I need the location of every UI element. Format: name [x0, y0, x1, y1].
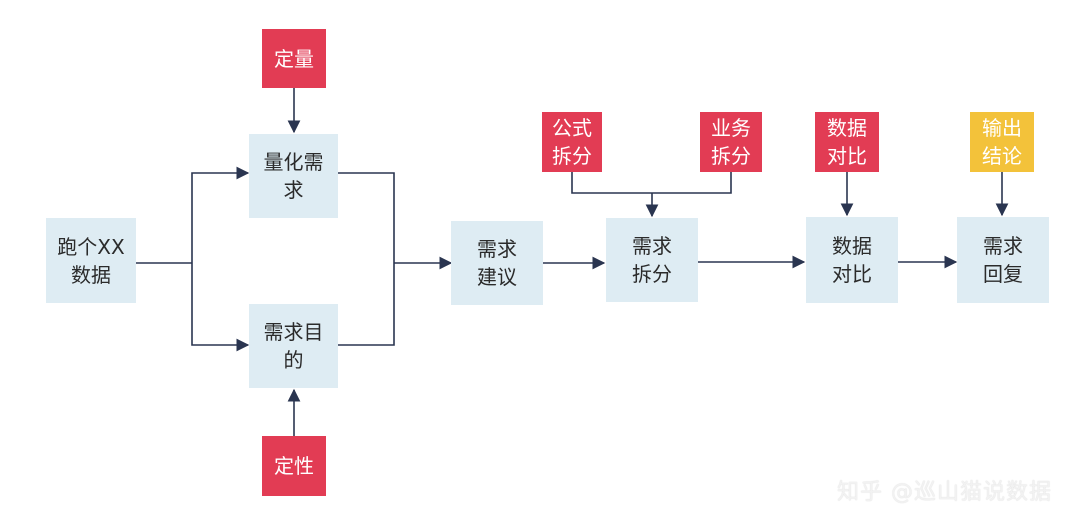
- tag-business-split: 业务 拆分: [700, 112, 762, 172]
- tag-quantitative: 定量: [262, 29, 326, 88]
- node-requirement-reply: 需求 回复: [957, 217, 1049, 303]
- tag-qualitative: 定性: [262, 436, 326, 496]
- tag-formula-split: 公式 拆分: [542, 112, 602, 172]
- tag-output-conclusion: 输出 结论: [970, 112, 1034, 172]
- node-requirement-split: 需求 拆分: [606, 218, 698, 302]
- tag-data-compare: 数据 对比: [815, 112, 879, 172]
- node-quantify-requirement: 量化需 求: [249, 134, 338, 218]
- edge-merge-top: [338, 172, 395, 263]
- node-requirement-proposal: 需求 建议: [451, 221, 543, 305]
- edge-branch-bottom: [191, 263, 250, 352]
- node-data-compare: 数据 对比: [806, 217, 898, 303]
- node-requirement-purpose: 需求目 的: [249, 304, 338, 388]
- edge-branch-top: [191, 166, 250, 263]
- node-run-xx-data: 跑个XX 数据: [46, 218, 136, 303]
- edge-merge-bottom: [338, 263, 395, 346]
- watermark: 知乎 @巡山猫说数据: [837, 480, 1052, 505]
- edge-formula-down: [571, 172, 732, 194]
